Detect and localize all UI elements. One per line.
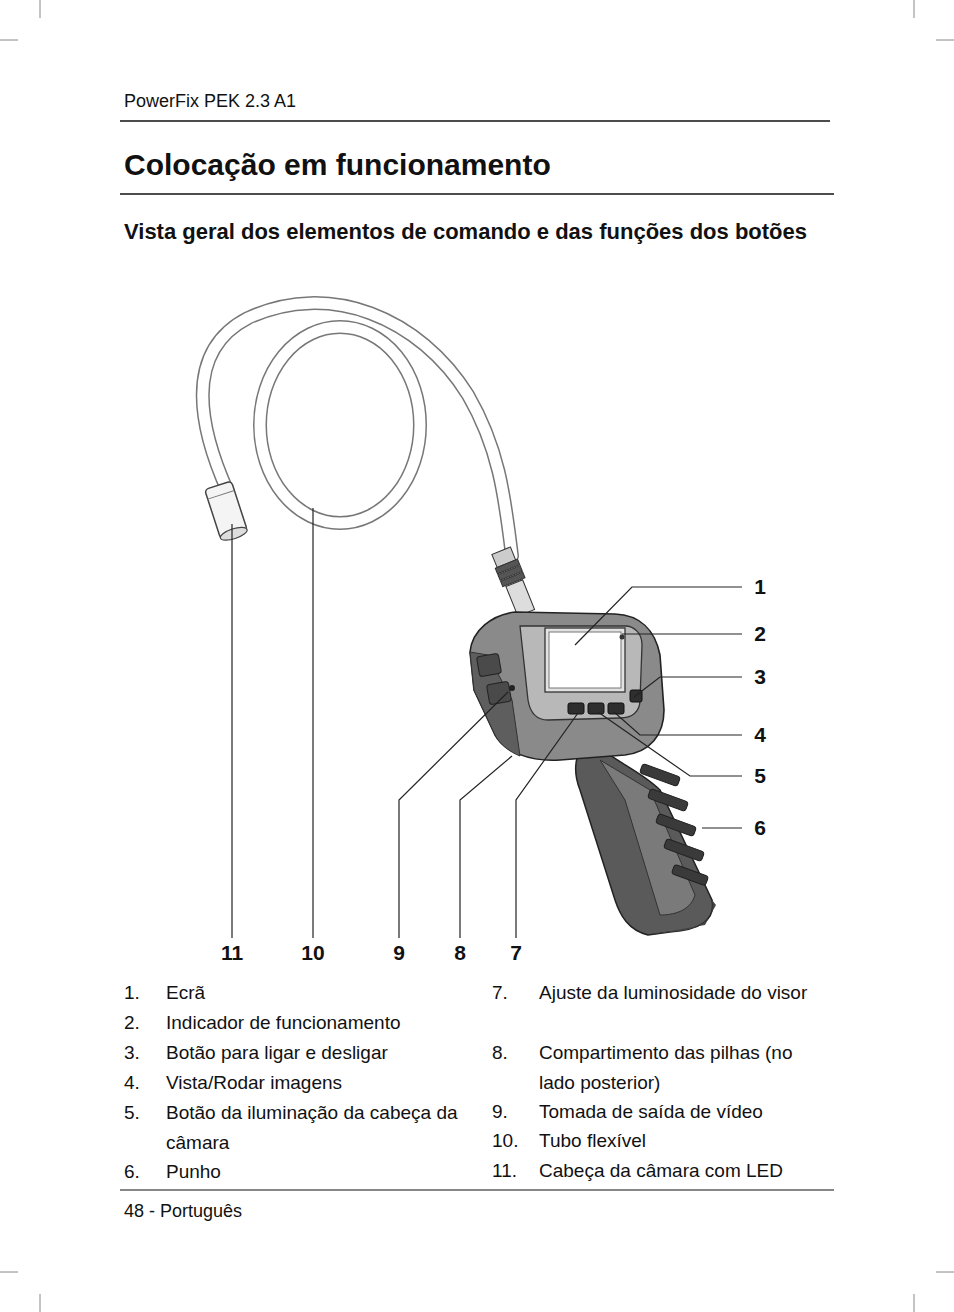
list-number: 11. — [492, 1156, 536, 1186]
list-number: 9. — [492, 1097, 536, 1127]
list-number: 7. — [492, 978, 536, 1008]
list-number: 2. — [124, 1008, 164, 1038]
page-rules — [120, 121, 834, 1190]
list-item: Indicador de funcionamento — [166, 1008, 476, 1038]
list-item: Ecrã — [166, 978, 476, 1008]
list-item: Botão para ligar e desligar — [166, 1038, 476, 1068]
tube-connector — [490, 546, 537, 617]
flexible-tube — [203, 303, 512, 556]
list-item: Vista/Rodar imagens — [166, 1068, 476, 1098]
list-item: Punho — [166, 1157, 476, 1187]
callout-number: 3 — [752, 665, 768, 689]
list-item: Compartimento das pilhas (no lado poster… — [539, 1038, 829, 1097]
list-number: 4. — [124, 1068, 164, 1098]
page-title: Colocação em funcionamento — [124, 145, 551, 185]
callout-number: 4 — [752, 723, 768, 747]
leader-lines — [232, 508, 742, 938]
callout-number: 9 — [391, 941, 407, 965]
page-footer: 48 - Português — [124, 1199, 242, 1223]
callout-number: 10 — [299, 941, 326, 965]
list-number: 10. — [492, 1126, 536, 1156]
list-item: Cabeça da câmara com LED — [539, 1156, 829, 1186]
list-number: 6. — [124, 1157, 164, 1187]
header-text: PowerFix PEK 2.3 A1 — [124, 89, 296, 113]
inspection-camera-device — [470, 612, 716, 935]
list-item: Tubo flexível — [539, 1126, 829, 1156]
callout-number: 6 — [752, 816, 768, 840]
callout-number: 2 — [752, 622, 768, 646]
section-heading: Vista geral dos elementos de comando e d… — [124, 212, 839, 252]
list-number: 1. — [124, 978, 164, 1008]
callout-number: 7 — [508, 941, 524, 965]
callout-number: 8 — [452, 941, 468, 965]
callout-number: 1 — [752, 575, 768, 599]
list-item: Botão da iluminação da cabeça da câmara — [166, 1098, 466, 1157]
list-item: Ajuste da luminosidade do visor — [539, 978, 829, 1008]
camera-head — [205, 481, 249, 543]
list-number: 5. — [124, 1098, 164, 1128]
callout-number: 5 — [752, 764, 768, 788]
list-item: Tomada de saída de vídeo — [539, 1097, 829, 1127]
list-number: 3. — [124, 1038, 164, 1068]
callout-number: 11 — [219, 941, 245, 965]
list-number: 8. — [492, 1038, 536, 1068]
